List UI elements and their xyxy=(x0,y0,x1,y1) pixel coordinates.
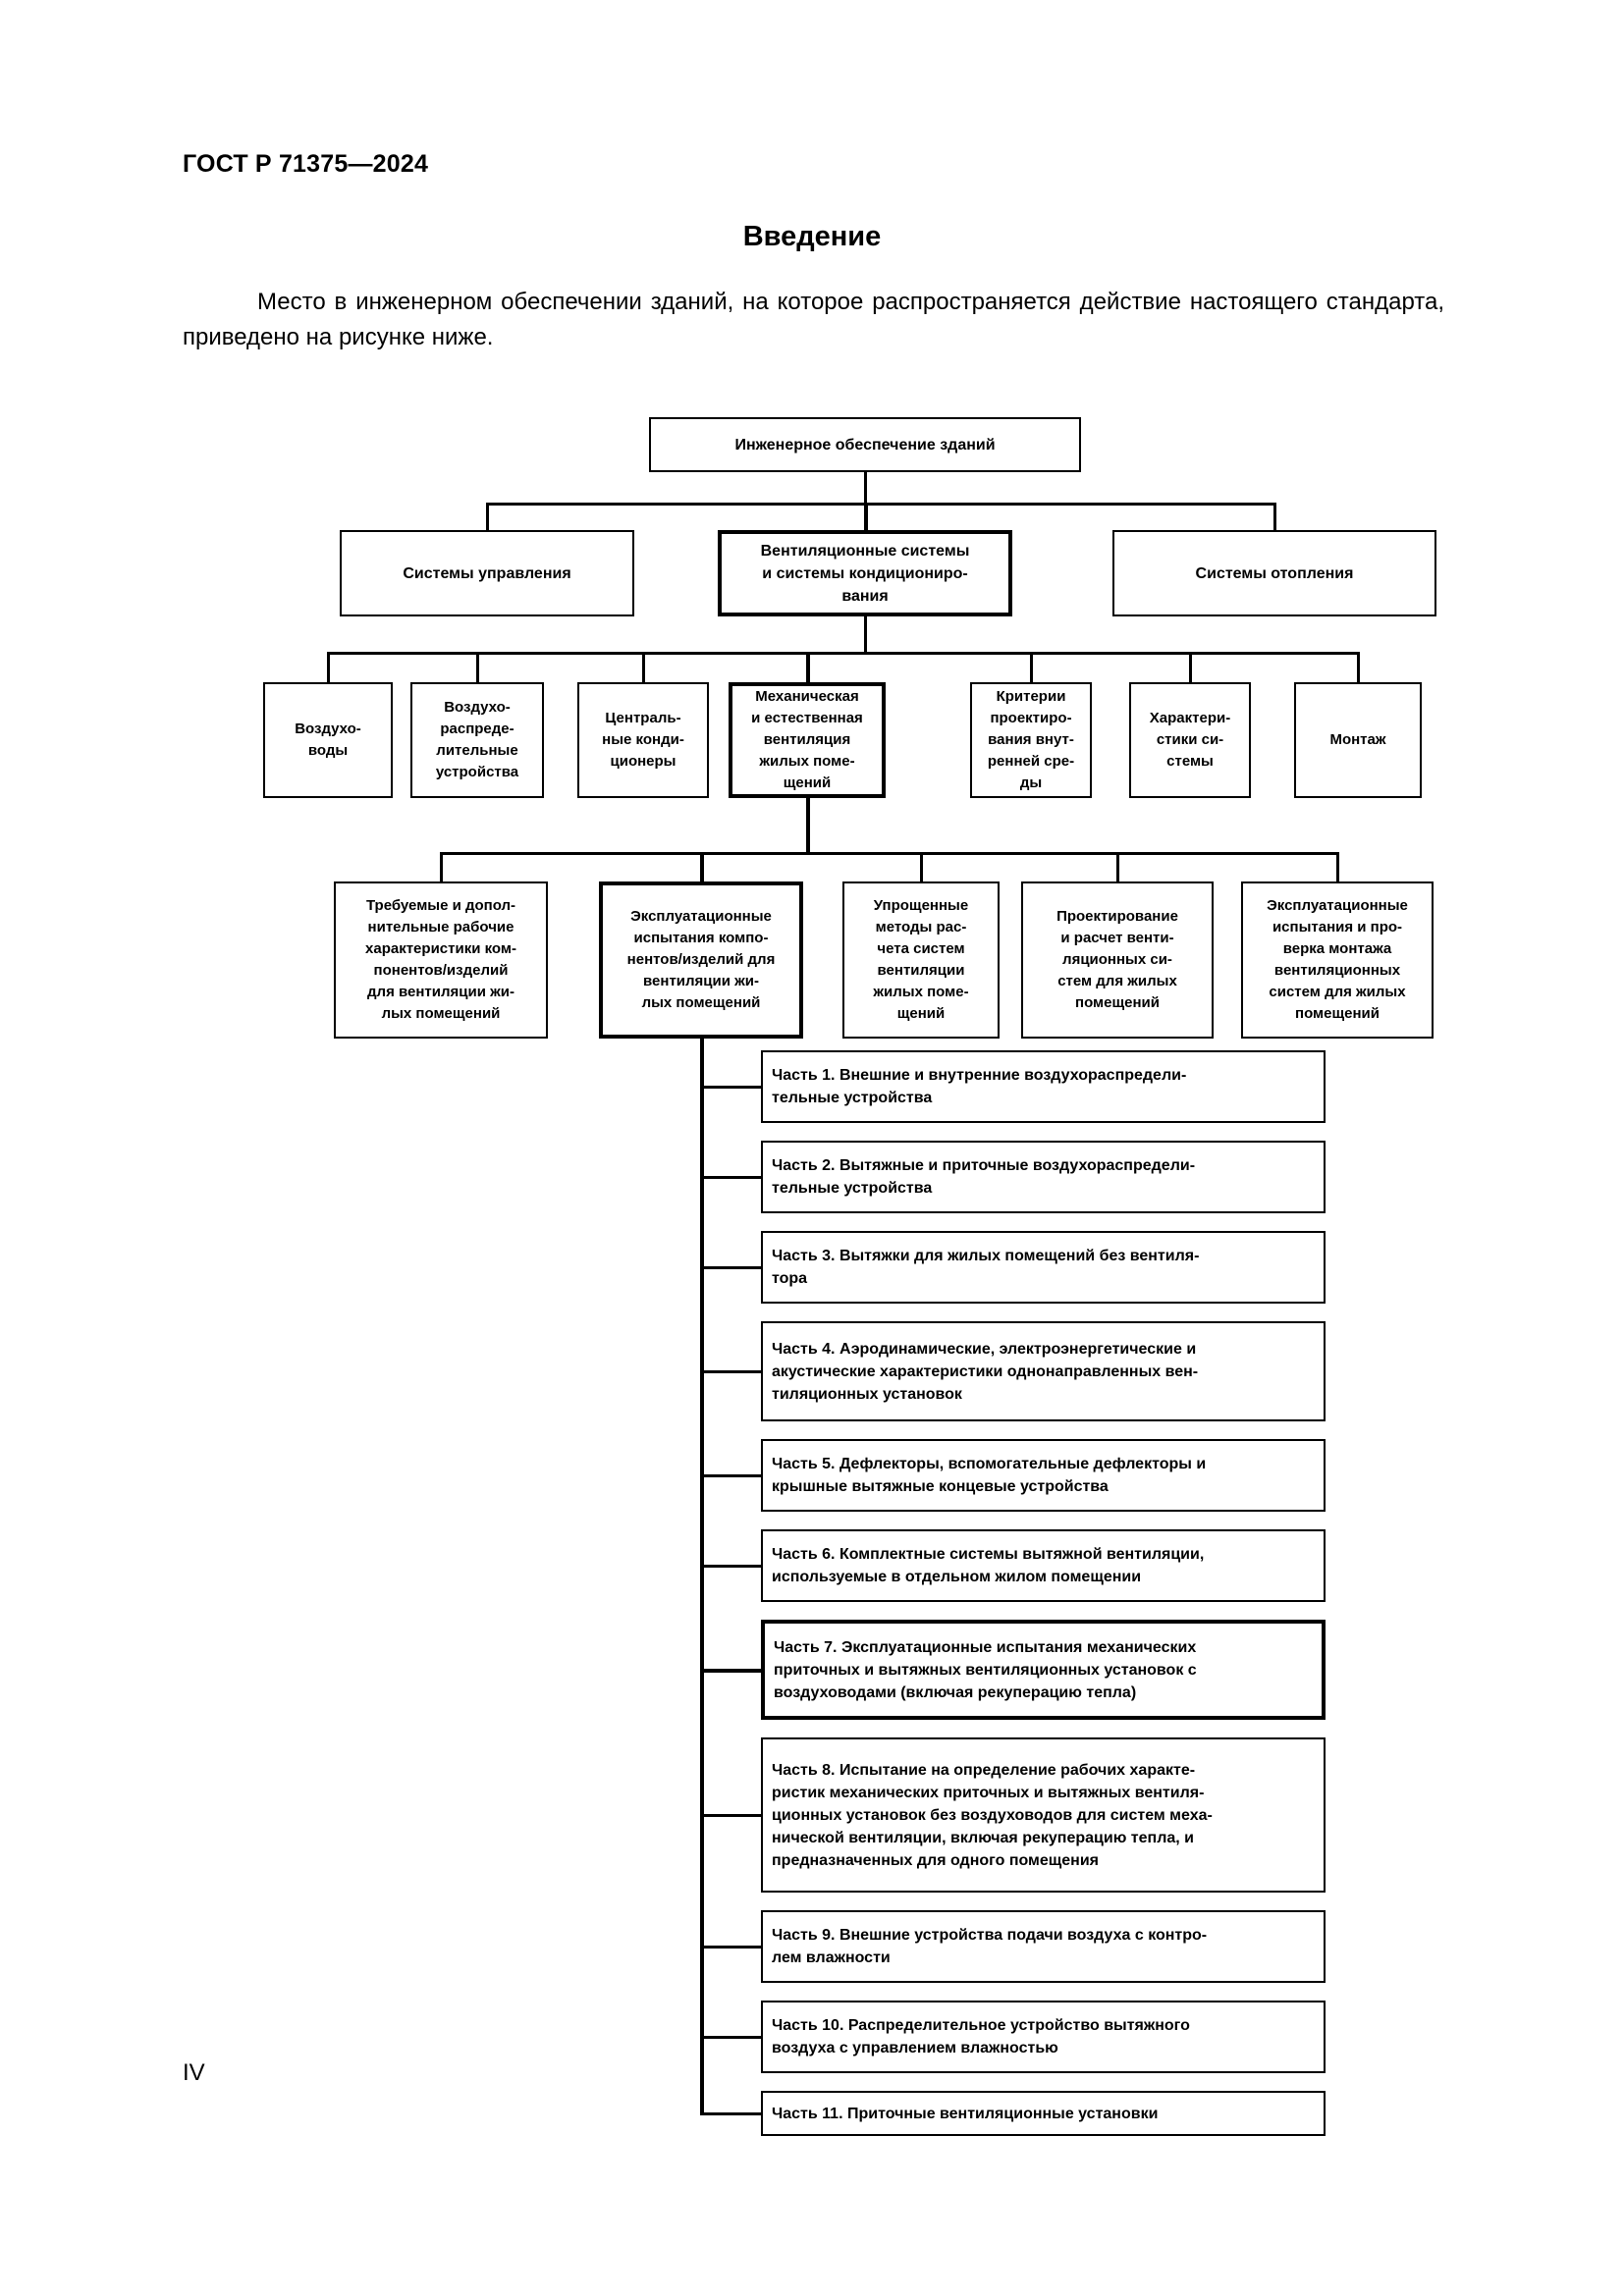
intro-paragraph: Место в инженерном обеспечении зданий, н… xyxy=(183,289,1444,350)
node-part-1: Часть 1. Внешние и внутренние воздухорас… xyxy=(761,1050,1326,1123)
connector-line xyxy=(806,798,810,852)
node-part-5: Часть 5. Дефлекторы, вспомогательные деф… xyxy=(761,1439,1326,1512)
node-root: Инженерное обеспечение зданий xyxy=(649,417,1081,472)
connector-line xyxy=(701,1370,761,1373)
connector-line xyxy=(864,616,867,652)
node-label: Проектирование и расчет венти- ляционных… xyxy=(1056,908,1178,1011)
connector-line xyxy=(1116,852,1119,881)
connector-line xyxy=(701,1086,761,1089)
page-title: Введение xyxy=(742,221,882,252)
node-label: Часть 4. Аэродинамические, электроэнерге… xyxy=(772,1340,1199,1403)
connector-line xyxy=(476,652,479,682)
node-label: Часть 5. Дефлекторы, вспомогательные деф… xyxy=(772,1456,1207,1495)
connector-line xyxy=(701,1565,761,1568)
node-label: Часть 9. Внешние устройства подачи возду… xyxy=(772,1927,1208,1966)
connector-line xyxy=(1030,652,1033,682)
node-label: Часть 11. Приточные вентиляционные устан… xyxy=(772,2105,1159,2122)
connector-line xyxy=(701,1474,761,1477)
node-level4-2: Эксплуатационные испытания компо- нентов… xyxy=(599,881,803,1039)
node-label: Упрощенные методы рас- чета систем венти… xyxy=(873,897,969,1022)
running-head: ГОСТ Р 71375—2024 xyxy=(183,150,429,178)
connector-line xyxy=(701,2036,761,2039)
node-label: Эксплуатационные испытания компо- нентов… xyxy=(626,908,776,1011)
node-level3-5: Критерии проектиро- вания внут- ренней с… xyxy=(970,682,1092,798)
node-label: Воздухо- распреде- лительные устройства xyxy=(435,699,519,780)
connector-line xyxy=(1357,652,1360,682)
node-level4-4: Проектирование и расчет венти- ляционных… xyxy=(1021,881,1214,1039)
node-label: Часть 7. Эксплуатационные испытания меха… xyxy=(774,1638,1197,1701)
node-label: Эксплуатационные испытания и про- верка … xyxy=(1267,897,1408,1022)
node-label: Монтаж xyxy=(1329,731,1386,748)
node-level3-3: Централь- ные конди- ционеры xyxy=(577,682,709,798)
node-part-6: Часть 6. Комплектные системы вытяжной ве… xyxy=(761,1529,1326,1602)
node-level2-1: Системы управления xyxy=(340,530,634,616)
node-label: Часть 8. Испытание на определение рабочи… xyxy=(772,1761,1213,1869)
connector-line xyxy=(864,472,867,503)
node-label: Часть 1. Внешние и внутренние воздухорас… xyxy=(772,1067,1187,1106)
node-level3-4: Механическая и естественная вентиляция ж… xyxy=(729,682,886,798)
connector-line xyxy=(1273,503,1276,530)
connector-line xyxy=(920,852,923,881)
node-label: Централь- ные конди- ционеры xyxy=(602,710,684,770)
node-level3-6: Характери- стики си- стемы xyxy=(1129,682,1251,798)
node-part-2: Часть 2. Вытяжные и приточные воздухорас… xyxy=(761,1141,1326,1213)
node-part-9: Часть 9. Внешние устройства подачи возду… xyxy=(761,1910,1326,1983)
node-label: Инженерное обеспечение зданий xyxy=(734,436,996,454)
node-part-4: Часть 4. Аэродинамические, электроэнерге… xyxy=(761,1321,1326,1421)
connector-line xyxy=(700,852,704,881)
node-part-10: Часть 10. Распределительное устройство в… xyxy=(761,2001,1326,2073)
connector-line xyxy=(700,1039,704,2115)
page-number: IV xyxy=(183,2059,205,2086)
node-part-8: Часть 8. Испытание на определение рабочи… xyxy=(761,1737,1326,1893)
connector-line xyxy=(1336,852,1339,881)
node-label: Часть 6. Комплектные системы вытяжной ве… xyxy=(772,1546,1205,1585)
connector-line xyxy=(642,652,645,682)
node-label: Критерии проектиро- вания внут- ренней с… xyxy=(987,688,1075,791)
node-part-11: Часть 11. Приточные вентиляционные устан… xyxy=(761,2091,1326,2136)
node-level3-7: Монтаж xyxy=(1294,682,1422,798)
connector-line xyxy=(701,1814,761,1817)
connector-line xyxy=(486,503,1275,506)
connector-line xyxy=(806,652,810,682)
node-label: Характери- стики си- стемы xyxy=(1149,710,1231,770)
connector-line xyxy=(701,1669,761,1673)
node-label: Воздухо- воды xyxy=(295,721,361,759)
node-label: Вентиляционные системы и системы кондици… xyxy=(760,542,970,605)
node-label: Часть 3. Вытяжки для жилых помещений без… xyxy=(772,1248,1200,1287)
connector-line xyxy=(327,652,330,682)
node-level2-2: Вентиляционные системы и системы кондици… xyxy=(718,530,1012,616)
node-level4-1: Требуемые и допол- нительные рабочие хар… xyxy=(334,881,548,1039)
node-level3-1: Воздухо- воды xyxy=(263,682,393,798)
node-level2-3: Системы отопления xyxy=(1112,530,1436,616)
node-part-7: Часть 7. Эксплуатационные испытания меха… xyxy=(761,1620,1326,1720)
connector-line xyxy=(864,503,868,530)
node-level4-5: Эксплуатационные испытания и про- верка … xyxy=(1241,881,1434,1039)
node-label: Часть 10. Распределительное устройство в… xyxy=(772,2017,1190,2056)
node-part-3: Часть 3. Вытяжки для жилых помещений без… xyxy=(761,1231,1326,1304)
node-label: Системы отопления xyxy=(1195,564,1354,582)
connector-line xyxy=(440,852,443,881)
connector-line xyxy=(701,2112,761,2115)
node-label: Механическая и естественная вентиляция ж… xyxy=(751,688,863,791)
connector-line xyxy=(440,852,1338,855)
connector-line xyxy=(701,1946,761,1949)
connector-line xyxy=(701,1176,761,1179)
node-level3-2: Воздухо- распреде- лительные устройства xyxy=(410,682,544,798)
node-label: Требуемые и допол- нительные рабочие хар… xyxy=(365,897,516,1022)
connector-line xyxy=(327,652,1359,655)
connector-line xyxy=(486,503,489,530)
node-label: Часть 2. Вытяжные и приточные воздухорас… xyxy=(772,1157,1196,1197)
connector-line xyxy=(701,1266,761,1269)
connector-line xyxy=(1189,652,1192,682)
node-level4-3: Упрощенные методы рас- чета систем венти… xyxy=(842,881,1000,1039)
node-label: Системы управления xyxy=(403,564,571,582)
